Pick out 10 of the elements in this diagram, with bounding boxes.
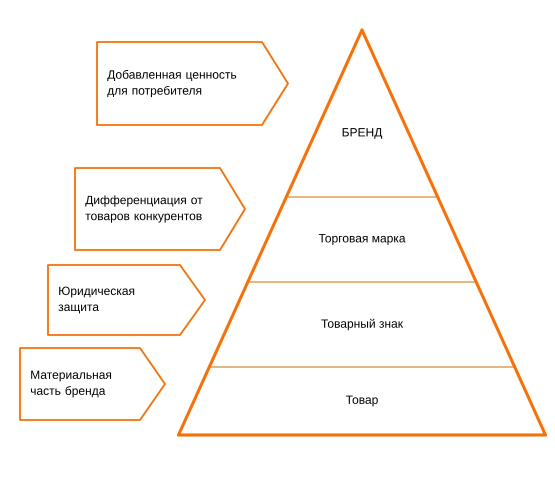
arrow-box: Материальная часть бренда — [19, 347, 166, 421]
node-label: Товарный знак — [321, 318, 404, 330]
arrow-box: Юридическая защита — [47, 264, 206, 336]
pyramid-band: БРЕНД — [284, 28, 440, 198]
node-label: Торговая марка — [318, 234, 406, 245]
node-label: Товар — [346, 396, 378, 406]
pyramid-band: Товар — [177, 366, 547, 436]
arrow-box: Дифференциация от товаров конкурентов — [74, 167, 246, 251]
pyramid-band: Торговая марка — [246, 196, 478, 284]
arrow-box: Добавленная ценность для потребителя — [96, 41, 289, 126]
